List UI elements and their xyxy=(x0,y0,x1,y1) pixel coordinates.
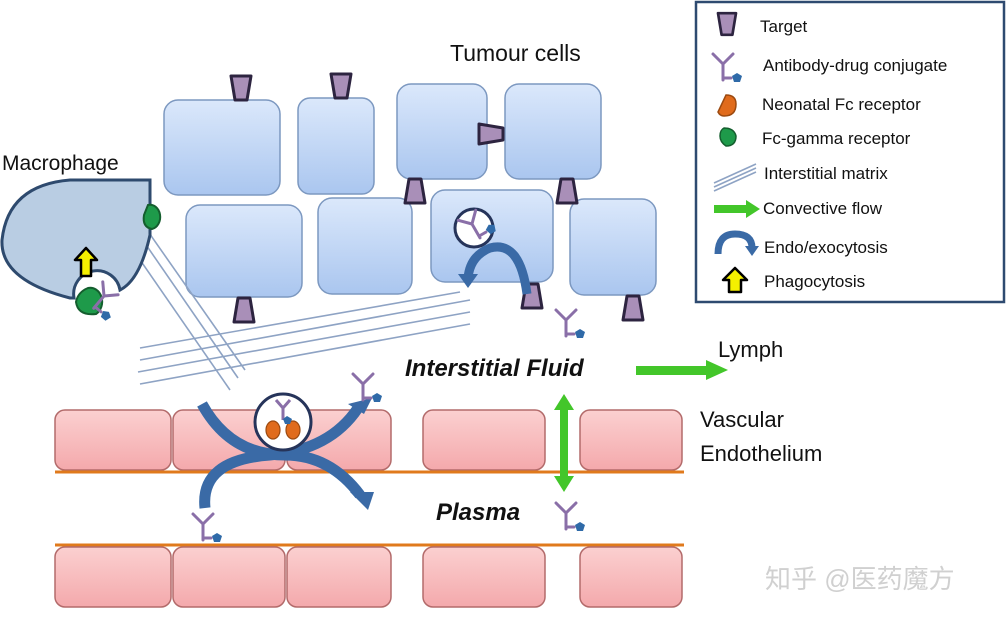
target-icon xyxy=(229,74,253,102)
legend-label: Target xyxy=(760,17,808,36)
macrophage xyxy=(0,178,162,324)
legend-label: Convective flow xyxy=(763,199,883,218)
fc-gamma-receptor-icon xyxy=(719,127,737,147)
antibody-drug-conjugate-icon xyxy=(191,512,224,544)
convective-flow-arrow-icon xyxy=(714,200,760,218)
target-icon xyxy=(232,296,256,324)
target-icon xyxy=(716,11,738,37)
legend-label: Neonatal Fc receptor xyxy=(762,95,921,114)
tumour-cell xyxy=(569,198,657,296)
neonatal-fc-receptor-icon xyxy=(285,420,301,440)
antibody-drug-conjugate-icon xyxy=(554,308,587,340)
antibody-drug-conjugate-icon xyxy=(554,501,587,533)
target-icon xyxy=(477,122,505,146)
antibody-drug-conjugate-icon xyxy=(351,372,384,404)
lymph-label: Lymph xyxy=(718,337,783,362)
legend-label: Antibody-drug conjugate xyxy=(763,56,947,75)
vascular-endothelium-upper xyxy=(54,409,684,474)
fcrn-vesicle xyxy=(253,392,313,452)
plasma-label: Plasma xyxy=(436,499,520,526)
target-icon xyxy=(329,72,353,100)
vascular-endothelium-lower xyxy=(54,543,684,608)
endo-exocytosis-arrow-icon xyxy=(714,230,756,255)
tumour-cell xyxy=(396,83,488,180)
legend-label: Fc-gamma receptor xyxy=(762,129,911,148)
endothelium-label: Endothelium xyxy=(700,441,822,466)
target-icon xyxy=(403,177,427,205)
legend-label: Interstitial matrix xyxy=(764,164,888,183)
tumour-vesicle xyxy=(453,204,499,249)
legend-label: Phagocytosis xyxy=(764,272,865,291)
fc-gamma-receptor-icon xyxy=(142,203,162,231)
tumour-cell xyxy=(504,83,602,180)
interstitial-matrix-icon xyxy=(713,163,757,192)
convective-flow-arrows xyxy=(554,360,728,492)
vascular-label: Vascular xyxy=(700,407,784,432)
legend: Target Antibody-drug conjugate Neonatal … xyxy=(694,0,1006,304)
tumour-cells-label: Tumour cells xyxy=(450,40,581,66)
transcytosis-arrows xyxy=(197,398,374,510)
tumour-cell xyxy=(297,97,375,195)
target-icon xyxy=(555,177,579,205)
tumour-cell xyxy=(163,99,281,196)
legend-label: Endo/exocytosis xyxy=(764,238,888,257)
watermark: 知乎 @医药魔方 xyxy=(765,564,955,594)
neonatal-fc-receptor-icon xyxy=(265,420,281,440)
endocytosis-arrowhead xyxy=(458,274,478,288)
legend-box xyxy=(694,0,1006,304)
phagocytosis-arrow-icon xyxy=(721,266,749,294)
macrophage-label: Macrophage xyxy=(2,152,119,175)
interstitial-fluid-label: Interstitial Fluid xyxy=(405,355,585,382)
neonatal-fc-receptor-icon xyxy=(717,94,737,117)
phagocytosis-arrow-icon xyxy=(73,246,99,278)
tumour-cell xyxy=(317,197,413,295)
target-icon xyxy=(621,294,645,322)
endocytosis-arrow xyxy=(463,242,532,295)
tumour-cell xyxy=(185,204,303,298)
